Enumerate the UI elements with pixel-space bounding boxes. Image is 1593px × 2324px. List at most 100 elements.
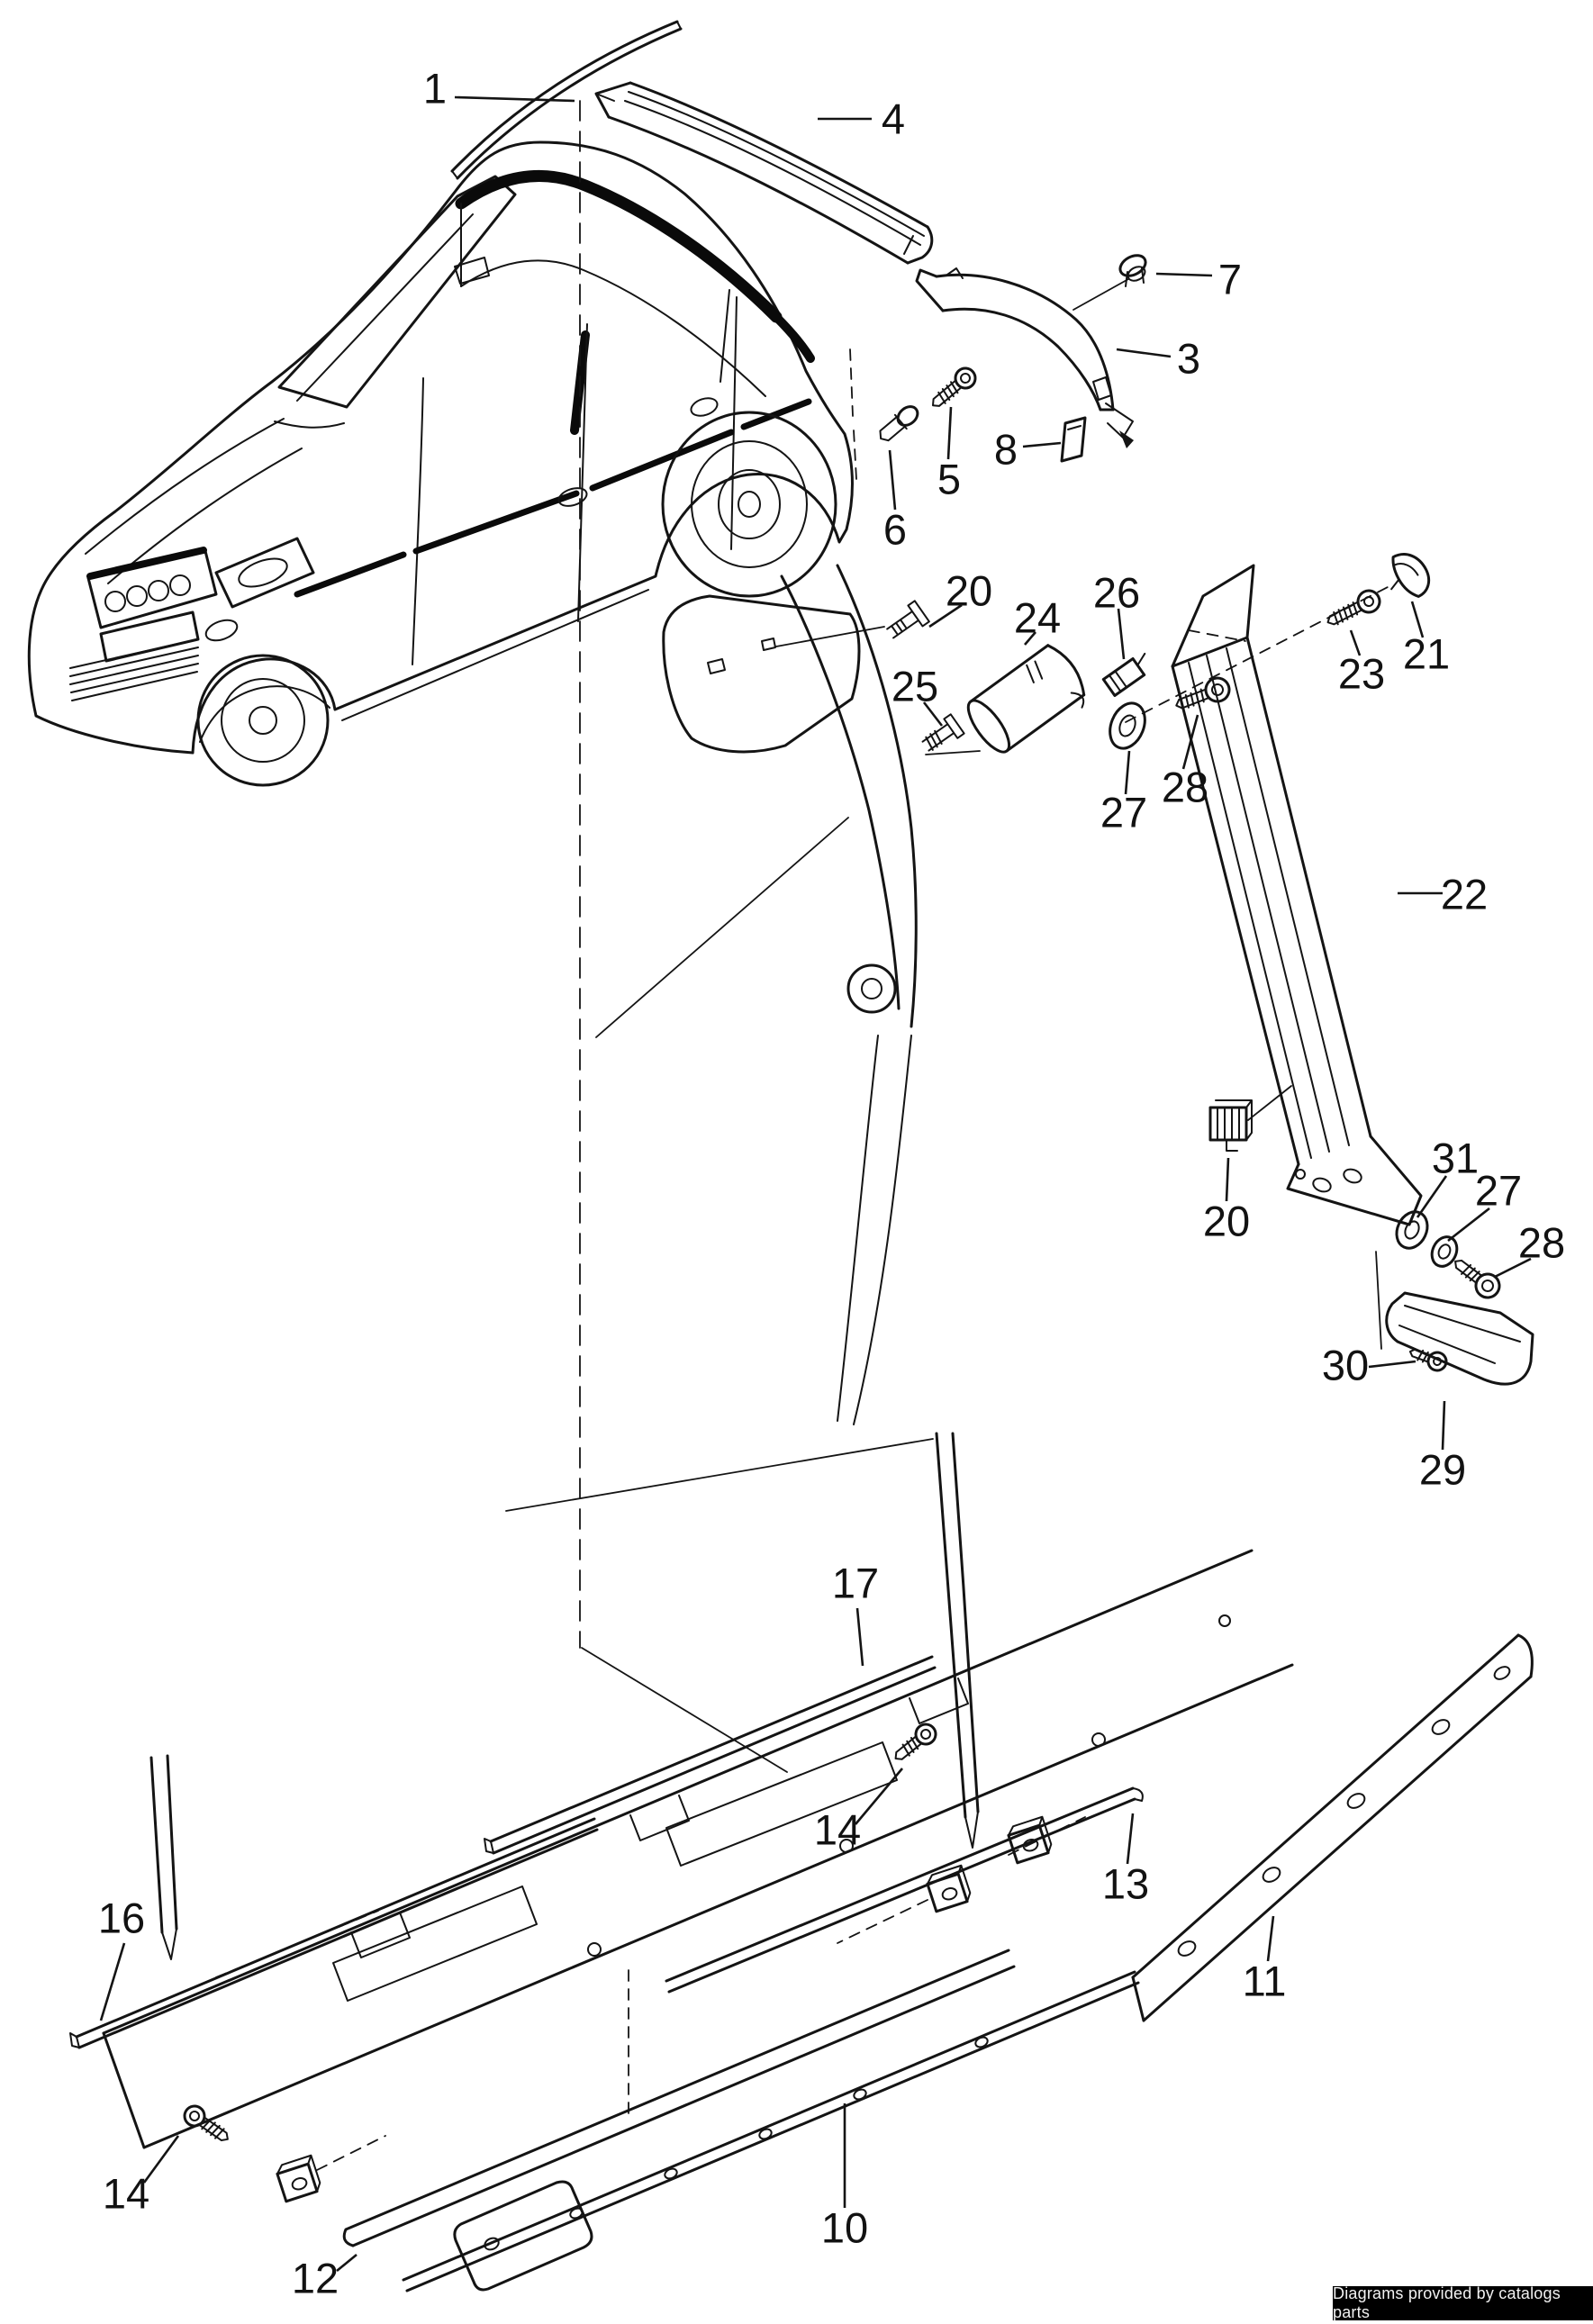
callout-11: 11 xyxy=(1243,1915,1286,2004)
screw-part-14-lower xyxy=(183,2104,229,2142)
callout-number: 20 xyxy=(946,566,992,614)
callout-number: 26 xyxy=(1093,568,1140,616)
callout-number: 22 xyxy=(1441,870,1488,918)
clip-part-14-c xyxy=(276,2154,321,2203)
screw-part-14-upper xyxy=(894,1723,937,1760)
watermark: Diagrams provided by catalogs parts xyxy=(1333,2284,1593,2321)
callout-21: 21 xyxy=(1403,601,1450,677)
callout-6: 6 xyxy=(883,449,907,553)
callout-leader-line xyxy=(1155,272,1213,277)
callout-leader-line xyxy=(1116,348,1172,358)
rivet-part-6 xyxy=(879,405,919,442)
callout-number: 25 xyxy=(892,662,938,710)
moulding-part-11 xyxy=(1131,1633,1534,2022)
rocker-assembly xyxy=(69,1432,1534,2292)
callout-number: 14 xyxy=(103,2169,149,2217)
callout-number: 13 xyxy=(1102,1859,1149,1907)
screw-part-23 xyxy=(1326,589,1381,626)
callout-number: 30 xyxy=(1322,1341,1369,1388)
callout-leader-line xyxy=(454,95,575,103)
car-illustration xyxy=(27,140,854,787)
b-pillar-cutaway xyxy=(662,564,981,1425)
callout-number: 27 xyxy=(1475,1166,1522,1214)
callout-1: 1 xyxy=(423,64,575,112)
callout-leader-line xyxy=(1266,1915,1275,1962)
callout-number: 16 xyxy=(98,1894,145,1941)
strip-part-16 xyxy=(69,1817,599,2049)
clip-part-7 xyxy=(1118,254,1147,287)
callout-number: 23 xyxy=(1338,649,1385,697)
wheel-arch-trim-part-3 xyxy=(915,267,1134,448)
callout-number: 24 xyxy=(1014,593,1061,641)
callout-8: 8 xyxy=(994,425,1062,473)
sill-panel xyxy=(102,1549,1294,2149)
callout-number: 27 xyxy=(1100,788,1147,836)
callout-13: 13 xyxy=(1102,1813,1149,1907)
callout-leader-line xyxy=(922,701,944,727)
strip-part-17 xyxy=(484,1655,937,1855)
construction-lines xyxy=(505,100,934,2115)
callout-4: 4 xyxy=(818,95,905,142)
callout-number: 28 xyxy=(1518,1218,1565,1266)
callout-10: 10 xyxy=(821,2103,868,2251)
callout-25: 25 xyxy=(892,662,944,727)
callout-number: 5 xyxy=(937,455,961,502)
callout-leader-line xyxy=(946,406,953,460)
callout-24: 24 xyxy=(1014,593,1061,646)
callout-number: 17 xyxy=(832,1559,879,1606)
callout-23: 23 xyxy=(1338,629,1385,697)
callout-26: 26 xyxy=(1093,568,1140,660)
clip-part-26 xyxy=(1101,652,1146,697)
strip-part-12 xyxy=(342,1949,1016,2247)
callout-leader-line xyxy=(855,1768,903,1825)
rear-wheel xyxy=(661,411,837,598)
callout-leader-line xyxy=(1022,441,1062,448)
grille xyxy=(69,547,218,701)
callout-number: 21 xyxy=(1403,629,1450,677)
bracket-part-29 xyxy=(1385,1291,1534,1386)
clip-part-20-lower xyxy=(1208,1085,1292,1152)
callout-31: 31 xyxy=(1416,1134,1479,1218)
callout-number: 6 xyxy=(883,505,907,553)
strip-part-13 xyxy=(665,1786,1144,1994)
watermark-text: Diagrams provided by catalogs parts xyxy=(1333,2284,1561,2321)
callout-leader-line xyxy=(1349,629,1362,656)
callout-leader-line xyxy=(1181,714,1199,770)
callout-27: 27 xyxy=(1100,750,1147,836)
cap-part-21 xyxy=(1390,553,1431,598)
callout-number: 12 xyxy=(292,2254,339,2301)
callout-number: 8 xyxy=(994,425,1018,473)
strip-part-10 xyxy=(402,1970,1140,2292)
clip-screw-part-25 xyxy=(921,713,965,752)
callout-17: 17 xyxy=(832,1559,879,1667)
callout-29: 29 xyxy=(1419,1400,1466,1493)
roof-moulding-part-4 xyxy=(594,81,934,265)
callout-28: 28 xyxy=(1162,714,1208,810)
callout-leader-line xyxy=(142,2135,180,2184)
callout-leader-line xyxy=(1126,1813,1135,1865)
clip-part-14-a xyxy=(1007,1815,1053,1865)
pillar-trim-part-22 xyxy=(1171,564,1423,1350)
callout-leader-line xyxy=(1441,1400,1446,1451)
callout-20: 20 xyxy=(928,566,992,628)
callout-27: 27 xyxy=(1447,1166,1522,1243)
audi-rings-icon xyxy=(104,574,191,612)
callout-number: 10 xyxy=(821,2203,868,2251)
callout-leader-line xyxy=(1117,608,1126,660)
callout-number: 20 xyxy=(1203,1197,1250,1244)
callout-leader-line xyxy=(1225,1157,1230,1202)
clip-part-20-upper xyxy=(886,600,930,639)
callout-number: 28 xyxy=(1162,763,1208,810)
roof-moulding-part-1 xyxy=(450,20,683,180)
callout-16: 16 xyxy=(98,1894,145,2021)
callout-leader-line xyxy=(1124,750,1131,795)
washer-part-27-upper xyxy=(1109,701,1146,750)
callout-leader-line xyxy=(855,1607,864,1667)
pad-part-8 xyxy=(1060,416,1087,463)
screw-part-5 xyxy=(931,366,977,407)
callout-leader-line xyxy=(1416,1175,1448,1218)
callout-leader-line xyxy=(336,2253,358,2273)
callout-leader-line xyxy=(1024,631,1036,646)
